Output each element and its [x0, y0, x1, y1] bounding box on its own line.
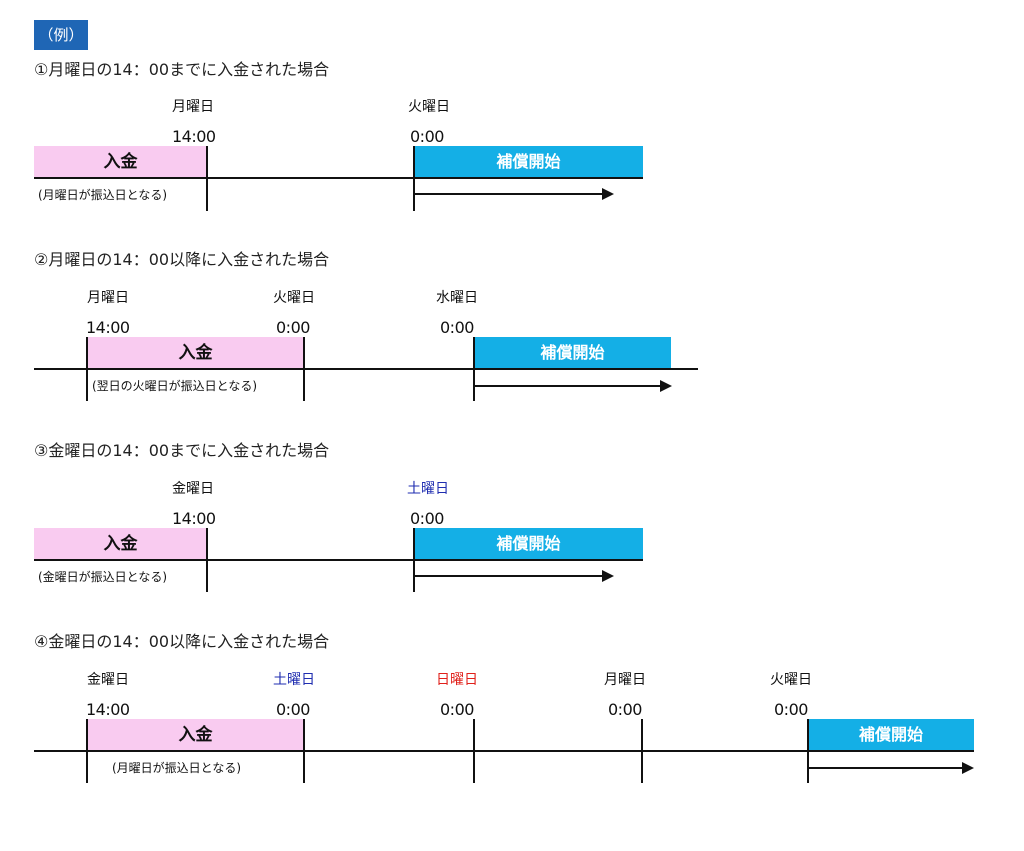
scenario3-time2-label: 0:00: [410, 509, 444, 528]
scenario4-day5-label: 火曜日: [770, 672, 812, 688]
scenario2-compensation-bar: 補償開始: [474, 337, 671, 369]
scenario4-day3-label: 日曜日: [436, 672, 478, 688]
scenario4-time3-label: 0:00: [440, 700, 474, 719]
scenario2-day3-label: 水曜日: [436, 290, 478, 306]
scenario4-tick-2: [303, 719, 305, 783]
scenario4-heading: ④金曜日の14：00以降に入金された場合: [34, 632, 330, 651]
scenario2-payment-bar: 入金: [87, 337, 304, 369]
scenario3-arrow: [414, 570, 614, 582]
scenario2-tick-1: [86, 337, 88, 401]
example-badge: （例）: [34, 20, 88, 50]
scenario3-note: (金曜日が振込日となる): [38, 570, 168, 584]
scenario1-arrow: [414, 188, 614, 200]
scenario3-day2-label: 土曜日: [407, 481, 449, 497]
scenario3-heading: ③金曜日の14：00までに入金された場合: [34, 441, 330, 460]
scenario2-heading: ②月曜日の14：00以降に入金された場合: [34, 250, 330, 269]
scenario4-time1-label: 14:00: [86, 700, 130, 719]
scenario1-payment-bar: 入金: [34, 146, 207, 178]
scenario4-arrow: [808, 762, 974, 774]
scenario2-time3-label: 0:00: [440, 318, 474, 337]
scenario4-time4-label: 0:00: [608, 700, 642, 719]
scenario4-tick-1: [86, 719, 88, 783]
scenario4-timeline: [34, 750, 974, 752]
scenario4-day2-label: 土曜日: [273, 672, 315, 688]
scenario1-time2-label: 0:00: [410, 127, 444, 146]
scenario1-compensation-bar: 補償開始: [414, 146, 643, 178]
scenario2-time2-label: 0:00: [276, 318, 310, 337]
scenario1-heading: ①月曜日の14：00までに入金された場合: [34, 60, 330, 79]
scenario4-day1-label: 金曜日: [87, 672, 129, 688]
scenario4-compensation-bar: 補償開始: [808, 719, 974, 751]
scenario3-time1-label: 14:00: [172, 509, 216, 528]
arrowhead-icon: [602, 570, 614, 582]
scenario4-note: (月曜日が振込日となる): [112, 761, 242, 775]
scenario3-timeline: [34, 559, 643, 561]
scenario2-timeline: [34, 368, 698, 370]
arrowhead-icon: [660, 380, 672, 392]
scenario4-day4-label: 月曜日: [604, 672, 646, 688]
scenario3-tick-2: [413, 528, 415, 592]
scenario4-payment-bar: 入金: [87, 719, 304, 751]
scenario2-tick-2: [303, 337, 305, 401]
arrowhead-icon: [962, 762, 974, 774]
scenario4-time5-label: 0:00: [774, 700, 808, 719]
scenario2-day2-label: 火曜日: [273, 290, 315, 306]
scenario1-day2-label: 火曜日: [408, 99, 450, 115]
scenario2-arrow: [474, 380, 672, 392]
scenario1-note: (月曜日が振込日となる): [38, 188, 168, 202]
scenario1-timeline: [34, 177, 643, 179]
scenario3-tick-1: [206, 528, 208, 592]
scenario2-day1-label: 月曜日: [87, 290, 129, 306]
scenario1-time1-label: 14:00: [172, 127, 216, 146]
scenario2-note: (翌日の火曜日が振込日となる): [92, 379, 258, 393]
scenario2-time1-label: 14:00: [86, 318, 130, 337]
scenario1-day1-label: 月曜日: [172, 99, 214, 115]
scenario4-tick-5: [807, 719, 809, 783]
scenario1-tick-1: [206, 146, 208, 211]
scenario3-compensation-bar: 補償開始: [414, 528, 643, 560]
arrowhead-icon: [602, 188, 614, 200]
scenario3-payment-bar: 入金: [34, 528, 207, 560]
scenario2-tick-3: [473, 337, 475, 401]
scenario1-tick-2: [413, 146, 415, 211]
scenario4-tick-4: [641, 719, 643, 783]
scenario3-day1-label: 金曜日: [172, 481, 214, 497]
scenario4-time2-label: 0:00: [276, 700, 310, 719]
scenario4-tick-3: [473, 719, 475, 783]
